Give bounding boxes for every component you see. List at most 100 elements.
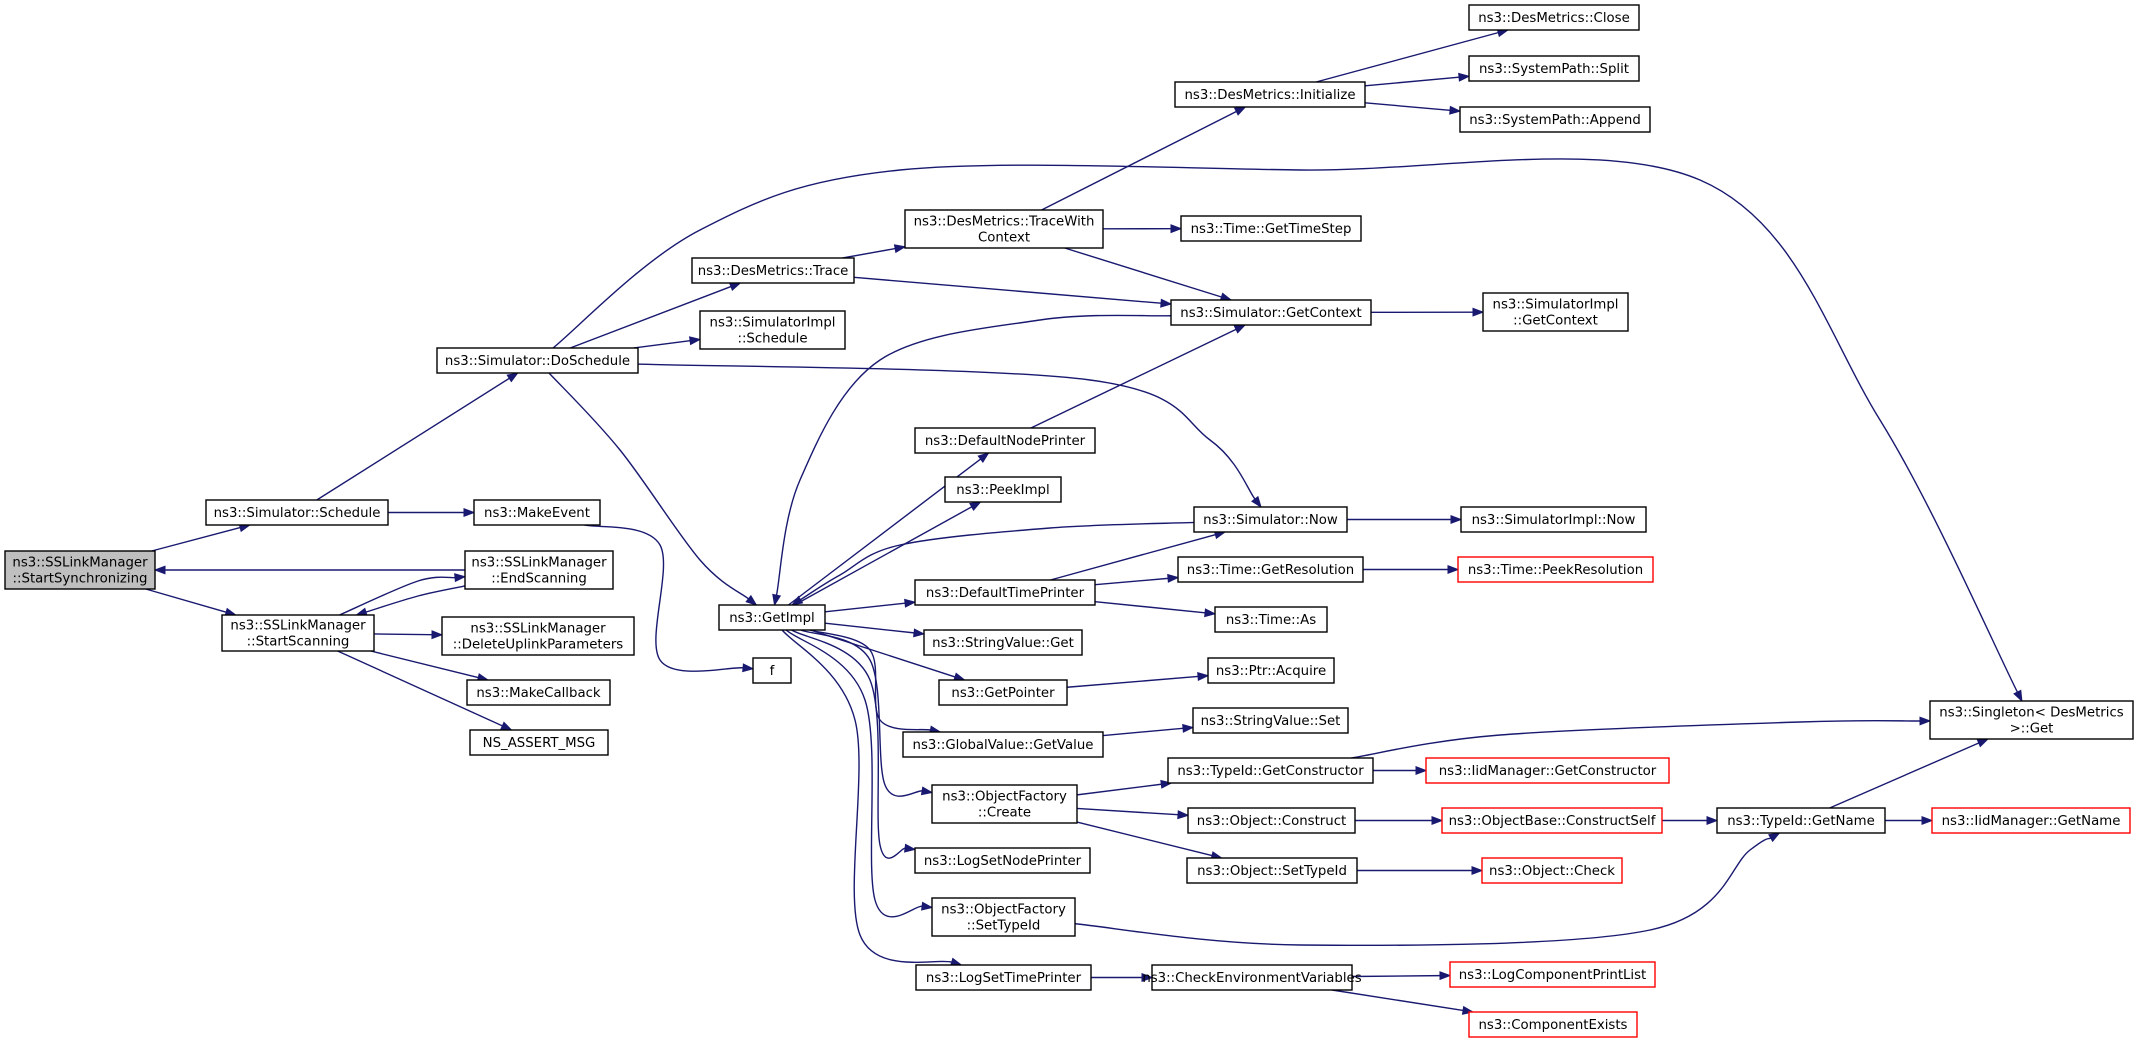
node-ptr-acquire[interactable]: ns3::Ptr::Acquire: [1207, 657, 1335, 684]
node-simimpl-schedule[interactable]: ns3::SimulatorImpl::Schedule: [699, 310, 846, 350]
node-end-scanning[interactable]: ns3::SSLinkManager::EndScanning: [464, 550, 614, 590]
node-make-callback[interactable]: ns3::MakeCallback: [466, 679, 611, 706]
node-object-check[interactable]: ns3::Object::Check: [1481, 857, 1623, 884]
node-box: [1214, 606, 1328, 633]
node-typeid-getname[interactable]: ns3::TypeId::GetName: [1716, 807, 1886, 834]
node-object-construct[interactable]: ns3::Object::Construct: [1187, 807, 1356, 834]
arrowhead-icon: [1447, 564, 1460, 575]
edge-line: [842, 247, 896, 259]
node-time-peekresolution[interactable]: ns3::Time::PeekResolution: [1457, 556, 1654, 583]
node-objectfactory-settypeid[interactable]: ns3::ObjectFactory::SetTypeId: [931, 897, 1076, 937]
node-box: [1167, 757, 1374, 784]
node-componentexists[interactable]: ns3::ComponentExists: [1468, 1011, 1638, 1038]
node-singleton-get[interactable]: ns3::Singleton< DesMetrics>::Get: [1929, 700, 2134, 740]
node-ns-assert[interactable]: NS_ASSERT_MSG: [469, 729, 609, 756]
node-label: ns3::Object::SetTypeId: [1197, 864, 1347, 879]
node-label: ns3::DesMetrics::Initialize: [1185, 88, 1356, 103]
node-logsettimeprinter[interactable]: ns3::LogSetTimePrinter: [915, 964, 1092, 991]
node-box: [923, 629, 1083, 656]
node-start-scanning[interactable]: ns3::SSLinkManager::StartScanning: [221, 614, 375, 652]
edge-line: [633, 340, 691, 349]
node-time-gettimestep[interactable]: ns3::Time::GetTimeStep: [1180, 215, 1362, 242]
node-label: ns3::Simulator::GetContext: [1180, 306, 1361, 321]
arrowhead-icon: [463, 507, 476, 518]
arrowhead-icon: [1415, 765, 1428, 776]
node-desm-init[interactable]: ns3::DesMetrics::Initialize: [1174, 81, 1366, 108]
node-sim-doschedule[interactable]: ns3::Simulator::DoSchedule: [436, 347, 639, 374]
arrowhead-icon: [904, 843, 917, 853]
node-simimpl-getcontext[interactable]: ns3::SimulatorImpl::GetContext: [1482, 292, 1629, 332]
node-desm-trace[interactable]: ns3::DesMetrics::Trace: [691, 257, 855, 284]
node-default-node-printer[interactable]: ns3::DefaultNodePrinter: [914, 427, 1096, 454]
node-box: [1449, 961, 1656, 988]
node-default-time-printer[interactable]: ns3::DefaultTimePrinter: [914, 579, 1096, 606]
node-f[interactable]: f: [752, 657, 792, 684]
node-logcomponentprintlist[interactable]: ns3::LogComponentPrintList: [1449, 961, 1656, 988]
node-iidmanager-getconstructor[interactable]: ns3::IidManager::GetConstructor: [1425, 757, 1670, 784]
node-label: ns3::SystemPath::Split: [1479, 62, 1629, 77]
call-edge-sim_doschedule-to-sim_now: [637, 363, 1262, 509]
node-desm-close[interactable]: ns3::DesMetrics::Close: [1468, 4, 1640, 31]
call-edge-sim_getcontext-to-simimpl_getcontext: [1370, 307, 1485, 317]
node-label: >::Get: [2010, 722, 2054, 737]
arrowhead-icon: [1449, 105, 1462, 115]
node-delete-uplink[interactable]: ns3::SSLinkManager::DeleteUplinkParamete…: [441, 616, 635, 656]
node-start-sync[interactable]: ns3::SSLinkManager::StartSynchronizing: [4, 550, 156, 590]
node-iidmanager-getname[interactable]: ns3::IidManager::GetName: [1931, 807, 2131, 834]
edge-line: [548, 372, 749, 600]
node-make-event[interactable]: ns3::MakeEvent: [473, 499, 601, 526]
node-label: Context: [978, 231, 1030, 246]
node-box: [1716, 807, 1886, 834]
edge-line: [1074, 837, 1772, 947]
node-getpointer[interactable]: ns3::GetPointer: [938, 679, 1068, 706]
node-label: ns3::SSLinkManager: [471, 556, 607, 571]
arrowhead-icon: [1170, 224, 1183, 234]
node-objectfactory-create[interactable]: ns3::ObjectFactory::Create: [931, 784, 1078, 824]
call-edge-desm_init-to-syspath_split: [1364, 72, 1471, 87]
node-stringvalue-set[interactable]: ns3::StringValue::Set: [1192, 707, 1349, 734]
arrowhead-icon: [772, 593, 782, 607]
node-simimpl-now[interactable]: ns3::SimulatorImpl::Now: [1460, 506, 1647, 533]
node-time-as[interactable]: ns3::Time::As: [1214, 606, 1328, 633]
node-sim-schedule[interactable]: ns3::Simulator::Schedule: [205, 499, 389, 526]
node-label: ns3::LogComponentPrintList: [1459, 968, 1647, 983]
node-stringvalue-get[interactable]: ns3::StringValue::Get: [923, 629, 1083, 656]
node-box: [914, 579, 1096, 606]
call-edges: [145, 28, 2023, 1015]
arrowhead-icon: [1921, 815, 1934, 826]
node-box: [904, 209, 1104, 249]
arrowhead-icon: [1204, 608, 1217, 618]
node-sim-getcontext[interactable]: ns3::Simulator::GetContext: [1170, 299, 1372, 326]
node-box: [1468, 1011, 1638, 1038]
edge-line: [1351, 719, 1921, 759]
call-edge-objectfactory_create-to-typeid_getconstructor: [1076, 779, 1173, 796]
call-edge-getpointer-to-ptr_acquire: [1066, 672, 1210, 688]
edge-line: [1076, 807, 1179, 816]
node-peekimpl[interactable]: ns3::PeekImpl: [944, 476, 1062, 503]
node-getimpl[interactable]: ns3::GetImpl: [718, 604, 826, 631]
node-object-settypeid[interactable]: ns3::Object::SetTypeId: [1186, 857, 1358, 884]
edge-line: [373, 633, 433, 636]
node-checkenvvars[interactable]: ns3::CheckEnvironmentVariables: [1142, 964, 1362, 991]
call-edge-checkenvvars-to-logcomponentprintlist: [1351, 971, 1452, 981]
call-edge-globalvalue_getvalue-to-stringvalue_set: [1102, 723, 1195, 737]
node-box: [1193, 506, 1348, 533]
arrowhead-icon: [1471, 865, 1484, 876]
node-sim-now[interactable]: ns3::Simulator::Now: [1193, 506, 1348, 533]
node-logsetnodeprinter[interactable]: ns3::LogSetNodePrinter: [914, 847, 1091, 874]
node-typeid-getconstructor[interactable]: ns3::TypeId::GetConstructor: [1167, 757, 1374, 784]
node-box: [699, 310, 846, 350]
node-box: [1482, 292, 1629, 332]
node-box: [1207, 657, 1335, 684]
call-edge-time_getresolution-to-time_peekresolution: [1363, 564, 1460, 575]
node-time-getresolution[interactable]: ns3::Time::GetResolution: [1177, 556, 1364, 583]
node-box: [1931, 807, 2131, 834]
arrowhead-icon: [1706, 815, 1719, 826]
node-box: [752, 657, 792, 684]
node-objectbase-constructself[interactable]: ns3::ObjectBase::ConstructSelf: [1441, 807, 1663, 834]
node-syspath-split[interactable]: ns3::SystemPath::Split: [1468, 55, 1640, 82]
node-label: ns3::Time::GetResolution: [1187, 563, 1354, 578]
node-globalvalue-getvalue[interactable]: ns3::GlobalValue::GetValue: [902, 731, 1104, 758]
node-syspath-append[interactable]: ns3::SystemPath::Append: [1459, 106, 1651, 133]
